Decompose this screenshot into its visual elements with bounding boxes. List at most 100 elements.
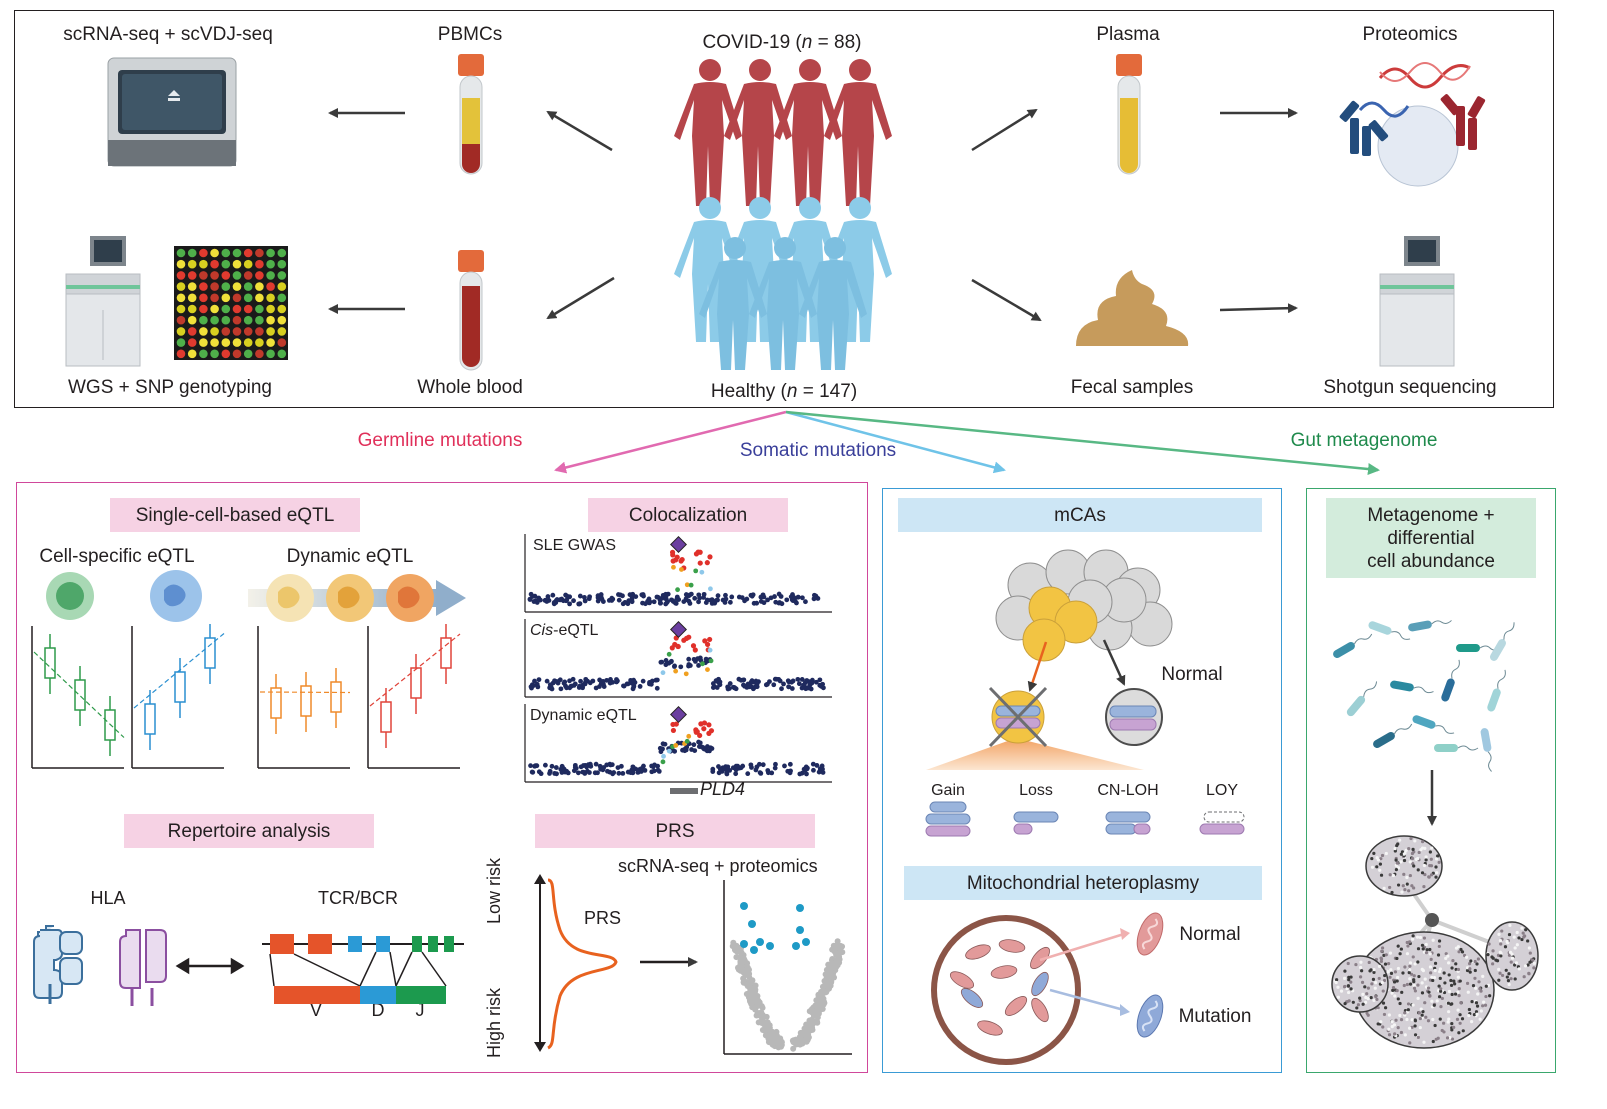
network-node xyxy=(1373,981,1378,985)
network-node xyxy=(1446,954,1450,958)
network-node xyxy=(1457,986,1461,991)
snp-dot xyxy=(266,271,275,280)
coloc-point xyxy=(593,685,599,691)
coloc-point-ld xyxy=(661,753,666,759)
bacterium-flagellum xyxy=(1435,725,1455,734)
network-node xyxy=(1336,995,1340,999)
network-node xyxy=(1378,868,1382,872)
mca-event-loy: LOY xyxy=(1205,782,1239,799)
network-node xyxy=(1399,1018,1404,1022)
network-node xyxy=(1437,939,1442,943)
coloc-point xyxy=(723,592,728,598)
network-node xyxy=(1363,985,1367,989)
network-node xyxy=(1342,976,1347,980)
network-node xyxy=(1402,858,1407,863)
coloc-point xyxy=(580,685,586,691)
coloc-point-red xyxy=(670,727,677,734)
volcano-point xyxy=(814,1006,821,1013)
network-node xyxy=(1377,976,1381,981)
network-node xyxy=(1359,960,1363,964)
network-node xyxy=(1411,847,1415,852)
coloc-point xyxy=(674,596,680,602)
volcano-point xyxy=(769,1030,776,1037)
network-node xyxy=(1465,981,1470,985)
coloc-point xyxy=(600,767,606,773)
coloc-point xyxy=(657,745,663,751)
bacterium-body xyxy=(1456,644,1480,652)
network-node xyxy=(1395,861,1399,865)
snp-dot xyxy=(221,259,231,269)
coloc-point xyxy=(545,594,551,599)
network-node xyxy=(1442,971,1446,975)
bacterium-body xyxy=(1490,639,1506,661)
network-node xyxy=(1459,1001,1463,1005)
bacterium-flagellum xyxy=(1497,669,1506,689)
assay-label-wgs: WGS + SNP genotyping xyxy=(67,377,273,398)
snp-dot xyxy=(187,282,197,291)
network-node xyxy=(1392,980,1397,984)
network-node xyxy=(1420,981,1424,985)
network-node xyxy=(1390,890,1394,895)
network-node xyxy=(1437,944,1441,949)
snp-dot xyxy=(243,304,253,314)
network-node xyxy=(1413,1019,1418,1023)
segment-j-label: J xyxy=(415,1000,425,1020)
volcano-point xyxy=(802,1030,809,1037)
coloc-point xyxy=(799,677,805,682)
mca-event-gain: Gain xyxy=(931,782,965,799)
coloc-point xyxy=(805,685,811,691)
coloc-point xyxy=(799,595,805,601)
coloc-point xyxy=(663,592,669,598)
snp-dot xyxy=(255,315,264,325)
network-node xyxy=(1521,931,1525,935)
network-node xyxy=(1416,996,1420,1000)
coloc-point xyxy=(658,596,664,601)
germline-branch-arrow xyxy=(554,410,787,474)
coloc-point xyxy=(544,678,550,684)
volcano-point xyxy=(819,983,826,990)
network-node xyxy=(1380,949,1384,953)
network-node xyxy=(1380,853,1385,858)
coloc-point-red xyxy=(674,554,680,560)
network-node xyxy=(1498,938,1503,943)
coloc-point xyxy=(713,678,719,684)
network-node xyxy=(1499,951,1503,955)
snp-dot xyxy=(199,327,208,336)
coloc-point xyxy=(581,769,587,775)
mitochondrion-body xyxy=(965,944,991,960)
network-node xyxy=(1393,994,1397,998)
network-node xyxy=(1474,1001,1479,1005)
network-node xyxy=(1429,864,1434,868)
snp-dot xyxy=(277,271,287,280)
network-node xyxy=(1446,1001,1451,1005)
snp-dot xyxy=(277,259,287,269)
snp-dot xyxy=(232,248,242,258)
coloc-point xyxy=(575,770,581,776)
coloc-point xyxy=(729,594,735,600)
network-node xyxy=(1416,983,1420,987)
snp-dot xyxy=(187,315,197,325)
network-node xyxy=(1349,987,1353,991)
network-node xyxy=(1406,944,1410,948)
network-node xyxy=(1417,1011,1421,1015)
network-node xyxy=(1500,973,1505,978)
coloc-point xyxy=(785,678,791,684)
coloc-point-ld xyxy=(684,582,690,588)
network-node xyxy=(1452,1025,1456,1029)
coloc-point-ld xyxy=(699,569,705,575)
bacterium-body xyxy=(1373,732,1395,748)
mitochondrion-body xyxy=(960,988,984,1008)
coloc-point xyxy=(760,762,766,768)
network-node xyxy=(1366,986,1370,990)
coloc-point xyxy=(649,769,655,775)
coloc-point xyxy=(626,598,632,604)
mitochondrion-body xyxy=(990,965,1018,979)
network-node xyxy=(1475,962,1479,966)
coloc-point xyxy=(669,658,674,664)
volcano-hit xyxy=(756,938,764,946)
network-node xyxy=(1437,860,1441,864)
network-node xyxy=(1398,1013,1402,1018)
coloc-point xyxy=(616,597,622,603)
snp-dot xyxy=(243,271,253,280)
network-node xyxy=(1408,977,1412,981)
